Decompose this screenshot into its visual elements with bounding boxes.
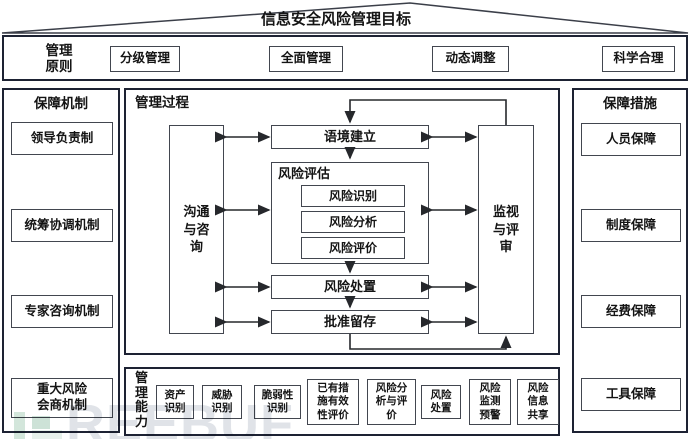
risk-identification-box: 风险识别	[301, 185, 405, 207]
guarantee-mechanism-column: 保障机制 领导负责制 统筹协调机制 专家咨询机制 重大风险 会商机制	[2, 88, 120, 433]
approval-retention-box: 批准留存	[271, 310, 429, 334]
principles-label: 管理 原则	[45, 43, 73, 75]
monitor-review-box: 监视 与评 审	[478, 125, 534, 334]
risk-assessment-label: 风险评估	[278, 166, 331, 181]
measure-item: 制度保障	[581, 209, 681, 242]
principle-item: 动态调整	[432, 46, 509, 72]
roof-outline	[1, 2, 689, 34]
risk-evaluation-box: 风险评价	[301, 237, 405, 259]
risk-assessment-box: 风险评估 风险识别 风险分析 风险评价	[271, 162, 429, 264]
capability-item: 威胁 识别	[202, 385, 242, 419]
capability-item: 风险 处置	[421, 385, 461, 419]
mechanism-item: 专家咨询机制	[11, 295, 113, 328]
principles-row: 管理 原则 分级管理 全面管理 动态调整 科学合理	[2, 35, 688, 81]
management-capability-panel: 管 理 能 力 资产 识别 威胁 识别 脆弱性 识别 已有措 施有效 性评价 风…	[124, 367, 560, 436]
guarantee-measure-header: 保障措施	[603, 96, 657, 111]
capability-item: 资产 识别	[156, 385, 194, 419]
capability-item: 已有措 施有效 性评价	[307, 379, 359, 425]
measure-item: 经费保障	[581, 295, 681, 328]
diagram-title: 信息安全风险管理目标	[260, 11, 411, 28]
risk-analysis-box: 风险分析	[301, 211, 405, 233]
process-header: 管理过程	[135, 95, 189, 110]
capability-item: 风险 监测 预警	[469, 379, 511, 425]
context-establishment-box: 语境建立	[271, 125, 429, 149]
principle-item: 分级管理	[110, 46, 180, 72]
mechanism-item: 领导负责制	[11, 122, 113, 155]
mechanism-item: 重大风险 会商机制	[11, 378, 113, 418]
capability-item: 风险 信息 共享	[517, 379, 559, 425]
guarantee-measure-column: 保障措施 人员保障 制度保障 经费保障 工具保障	[572, 88, 688, 433]
capability-item: 风险分 析与评 价	[367, 379, 416, 425]
risk-treatment-box: 风险处置	[271, 275, 429, 299]
measure-item: 工具保障	[581, 378, 681, 411]
guarantee-mechanism-header: 保障机制	[34, 96, 88, 111]
management-process-panel: 管理过程 沟通 与咨 询 监视 与评 审 语境建立 风险评估 风险识别 风险分析…	[124, 88, 560, 355]
monitor-to-context-arrow	[344, 99, 507, 125]
approval-to-monitor-arrow	[349, 334, 512, 350]
capability-label: 管 理 能 力	[135, 370, 149, 430]
capability-item: 脆弱性 识别	[254, 385, 301, 419]
measure-item: 人员保障	[581, 123, 681, 156]
mechanism-item: 统筹协调机制	[11, 209, 113, 242]
principle-item: 科学合理	[602, 46, 675, 72]
principle-item: 全面管理	[269, 46, 343, 72]
communication-consultation-box: 沟通 与咨 询	[169, 125, 224, 334]
